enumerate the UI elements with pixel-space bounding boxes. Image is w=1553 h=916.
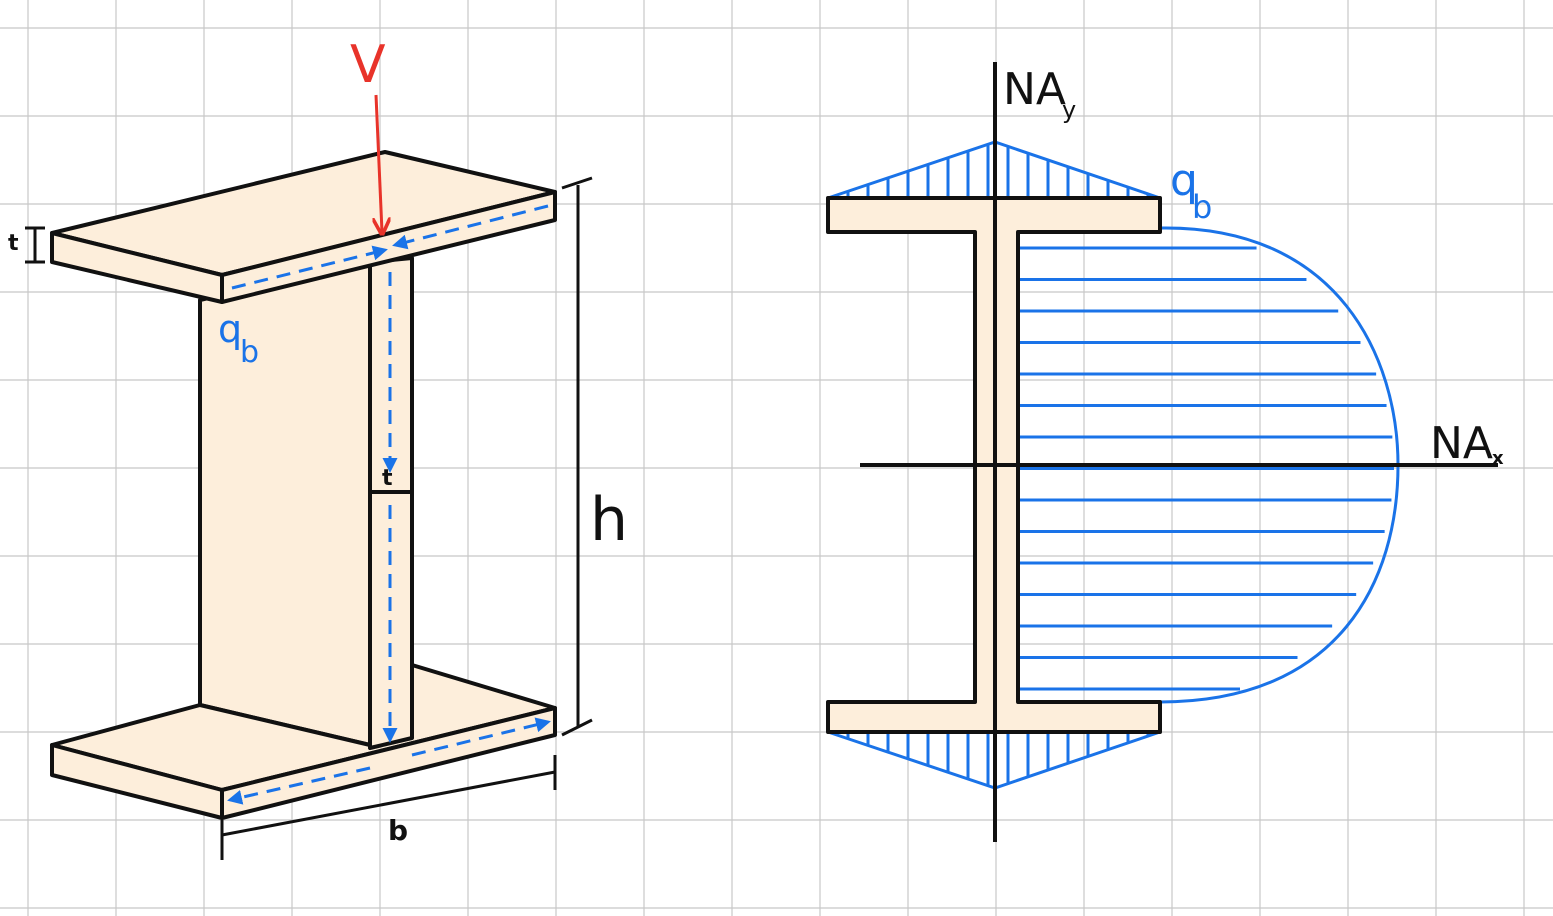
svg-text:q: q [1170, 155, 1198, 206]
svg-text:y: y [1062, 96, 1076, 124]
bottom-flange-side [220, 706, 557, 820]
svg-text:b: b [240, 335, 259, 370]
force-label: V [350, 35, 386, 95]
svg-text:NA: NA [1430, 418, 1493, 469]
web-thickness-label: t [382, 466, 393, 491]
width-label: b [388, 814, 408, 847]
q-left-label: q b [218, 307, 259, 370]
svg-text:b: b [1192, 188, 1212, 226]
applied-force [376, 94, 382, 232]
i-beam-3d [50, 150, 557, 820]
dimension-lines [25, 176, 593, 860]
height-label: h [590, 485, 628, 555]
na-x-label: NA x [1430, 418, 1504, 469]
flange-thickness-label: t [8, 231, 19, 256]
svg-text:x: x [1492, 448, 1504, 469]
q-right-label: q b [1170, 155, 1212, 226]
na-y-label: NA y [1003, 64, 1076, 124]
top-flange-side [220, 190, 557, 304]
shear-flow-arrows-3d [227, 204, 551, 805]
svg-text:q: q [218, 307, 242, 351]
web-shear-distribution [1018, 226, 1400, 704]
svg-text:NA: NA [1003, 64, 1066, 115]
force-arrow [376, 94, 382, 232]
